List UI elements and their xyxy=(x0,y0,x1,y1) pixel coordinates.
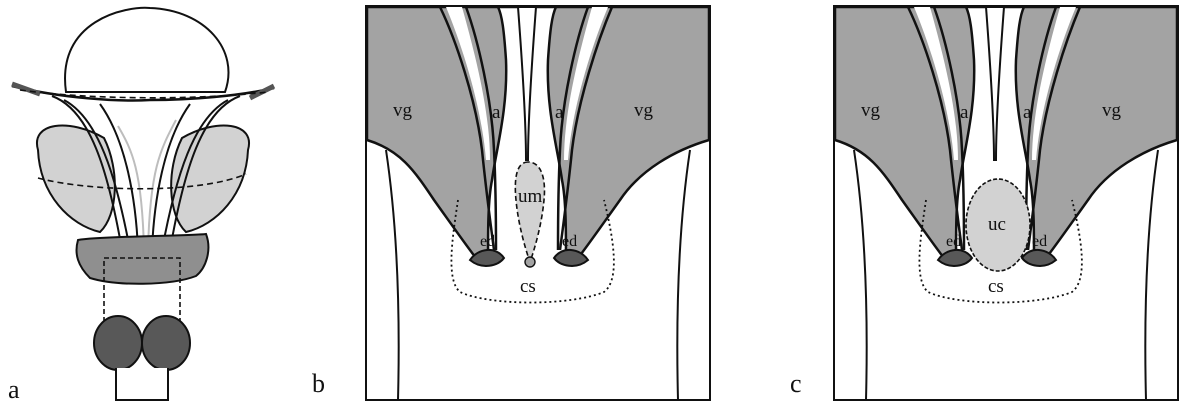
panel-c-letter: c xyxy=(790,369,802,398)
panel-b-label-um: um xyxy=(518,186,543,207)
lower-lobe-left xyxy=(94,316,142,370)
panel-b-label-ed-left: ed xyxy=(480,233,495,250)
panel-c-label-ed-right: ed xyxy=(1032,233,1047,250)
panel-b-utricle-opening xyxy=(525,257,535,267)
panel-b-label-vg-right: vg xyxy=(634,100,654,121)
panel-c-label-a-right: a xyxy=(1023,102,1032,123)
bladder-dome xyxy=(65,8,228,92)
panel-b-label-vg-left: vg xyxy=(393,100,413,121)
urethral-stump xyxy=(116,368,168,400)
panel-b: vg a a vg um ed ed cs b xyxy=(312,6,710,400)
panel-a-schematic: a xyxy=(8,8,274,404)
wing-left-tip xyxy=(12,84,40,94)
panel-c-label-a-left: a xyxy=(960,102,969,123)
panel-c-label-vg-left: vg xyxy=(861,100,881,121)
seminal-vesicle-right xyxy=(171,126,249,233)
panel-b-label-a-right: a xyxy=(555,102,564,123)
panel-b-label-a-left: a xyxy=(492,102,501,123)
panel-c-label-vg-right: vg xyxy=(1102,100,1122,121)
panel-a-letter: a xyxy=(8,375,20,404)
prostate-band xyxy=(77,234,209,284)
seminal-vesicle-left xyxy=(37,126,115,233)
panel-c-label-ed-left: ed xyxy=(946,233,961,250)
panel-c: vg a a vg uc ed ed cs c xyxy=(790,6,1178,400)
panel-b-label-ed-right: ed xyxy=(562,233,577,250)
panel-b-letter: b xyxy=(312,369,325,398)
lower-lobe-right xyxy=(142,316,190,370)
panel-c-label-uc: uc xyxy=(988,214,1006,235)
panel-c-label-cs: cs xyxy=(988,276,1004,297)
panel-b-label-cs: cs xyxy=(520,276,536,297)
